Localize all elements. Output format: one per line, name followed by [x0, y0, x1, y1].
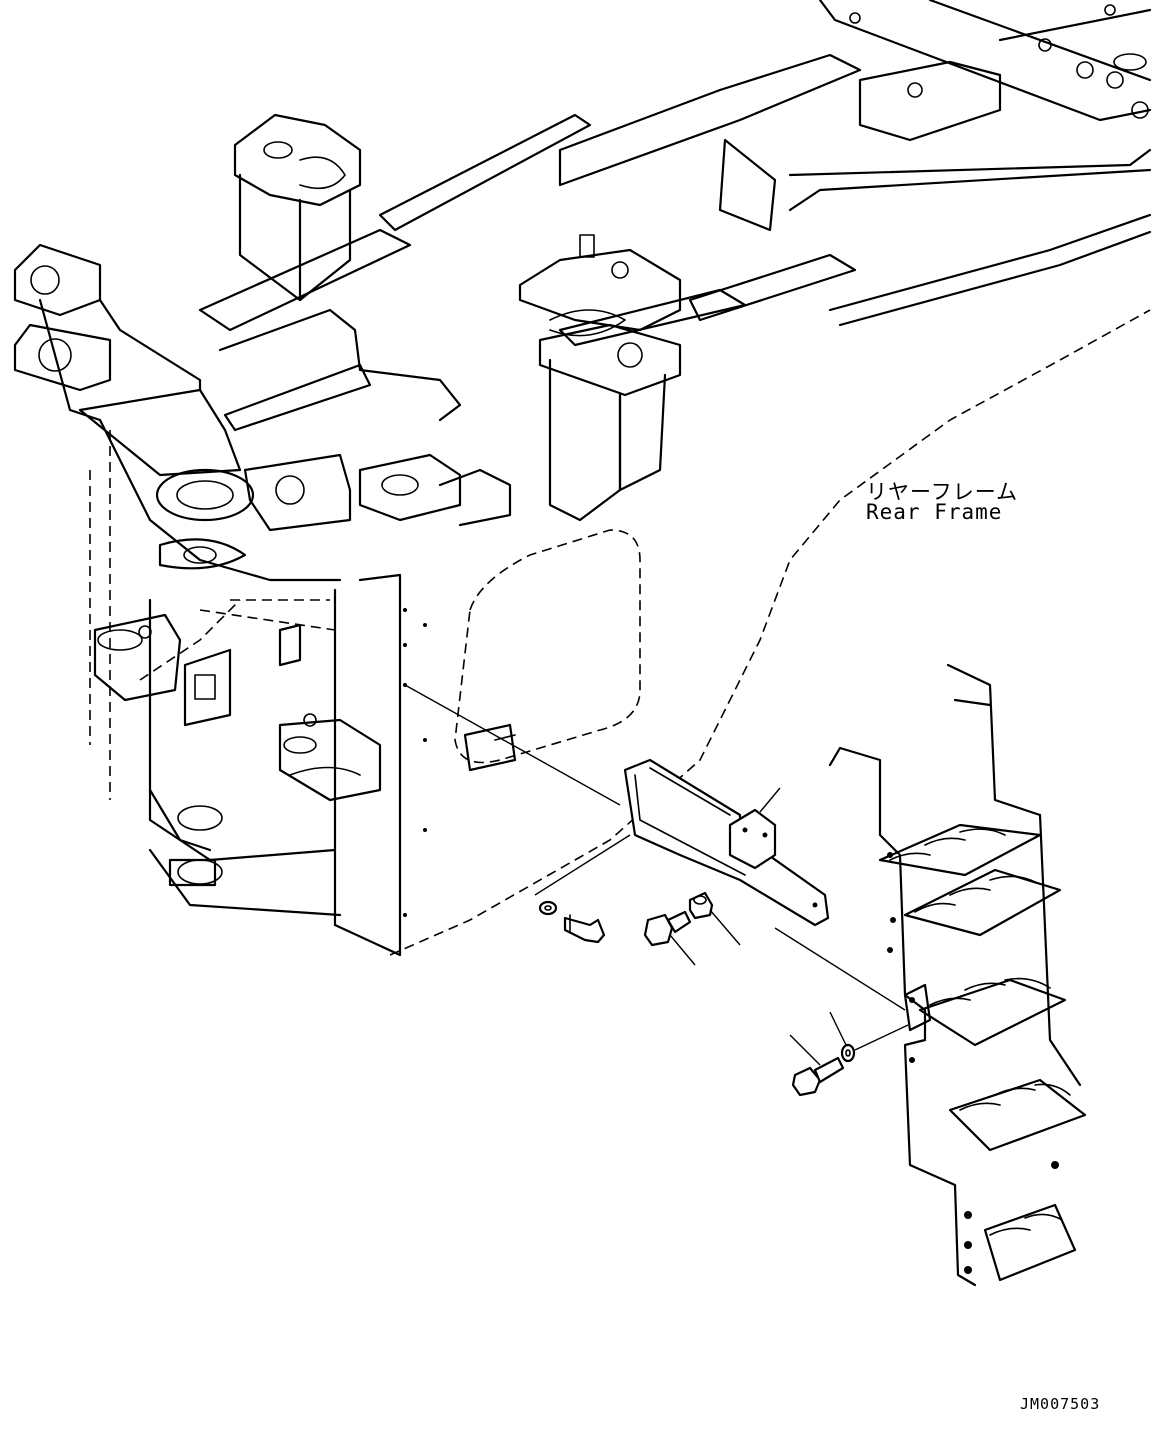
rear-frame-label-jp: リヤーフレーム	[866, 480, 1019, 504]
washer-2	[840, 1043, 856, 1063]
ladder	[828, 663, 1087, 1287]
drawing-code: JM007503	[1020, 1395, 1101, 1413]
frame-access-opening	[403, 529, 641, 917]
front-frame-hitch	[13, 228, 512, 800]
ladder-mount-bracket	[623, 758, 830, 927]
leader-lines	[404, 684, 909, 1066]
rear-frame-label-en: Rear Frame	[866, 500, 1003, 524]
rear-frame	[378, 0, 1152, 956]
pivot-tower-left	[233, 113, 362, 302]
lower-frame-box	[93, 573, 402, 957]
hex-bolt-2	[791, 1066, 822, 1097]
washer-1	[538, 900, 558, 916]
hex-bolt-1	[643, 913, 674, 947]
fasteners	[538, 891, 856, 1097]
pin-bolt	[563, 916, 606, 944]
pivot-tower-center	[518, 234, 682, 522]
